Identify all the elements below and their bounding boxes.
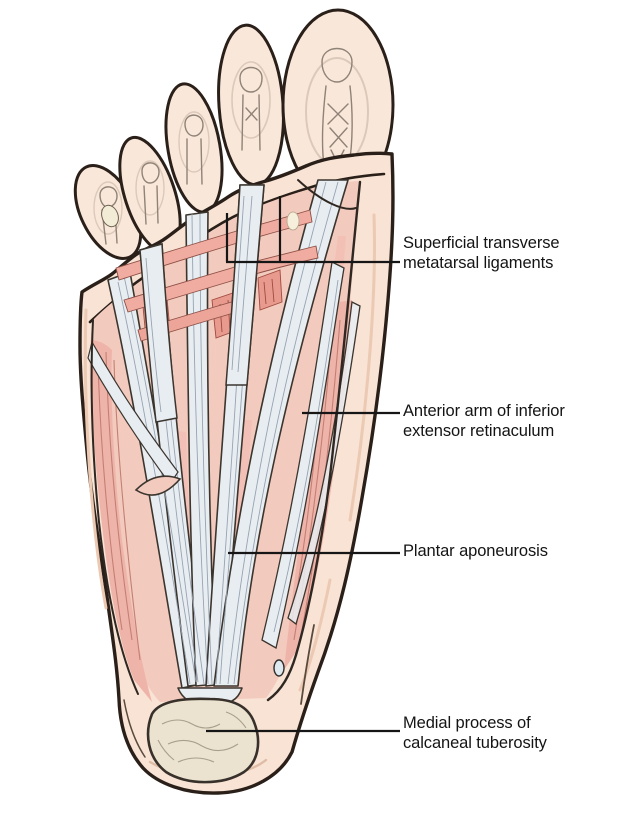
annotation-label-medial-process-of-calcaneal-tuberosity: Medial process of calcaneal tuberosity: [403, 714, 547, 752]
sesamoid-spot: [286, 211, 300, 231]
calcaneal-tuberosity: [146, 697, 260, 784]
extensor-retinaculum-bands: [261, 261, 361, 649]
annotation-label-anterior-arm-of-inferior-extensor-retinaculum: Anterior arm of inferior extensor retina…: [403, 402, 565, 440]
fifth-metatarsal-spot: [101, 204, 119, 228]
bone-spots: [101, 204, 300, 677]
annotation-label-plantar-aponeurosis: Plantar aponeurosis: [403, 542, 548, 560]
lateral-band: [87, 340, 182, 496]
annotation-label-superficial-transverse-metatarsal-ligaments: Superficial transverse metatarsal ligame…: [403, 234, 560, 272]
sole-boundary-lines: [90, 179, 362, 758]
vessel-droplet: [273, 659, 285, 677]
second-toe: [217, 23, 285, 187]
over-crossing-slips: [139, 184, 265, 423]
leader-line-superficial-transverse-metatarsal-ligaments: [225, 196, 400, 264]
aponeurosis-slip-big-toe: [213, 179, 349, 687]
leader-lines: [206, 196, 400, 733]
